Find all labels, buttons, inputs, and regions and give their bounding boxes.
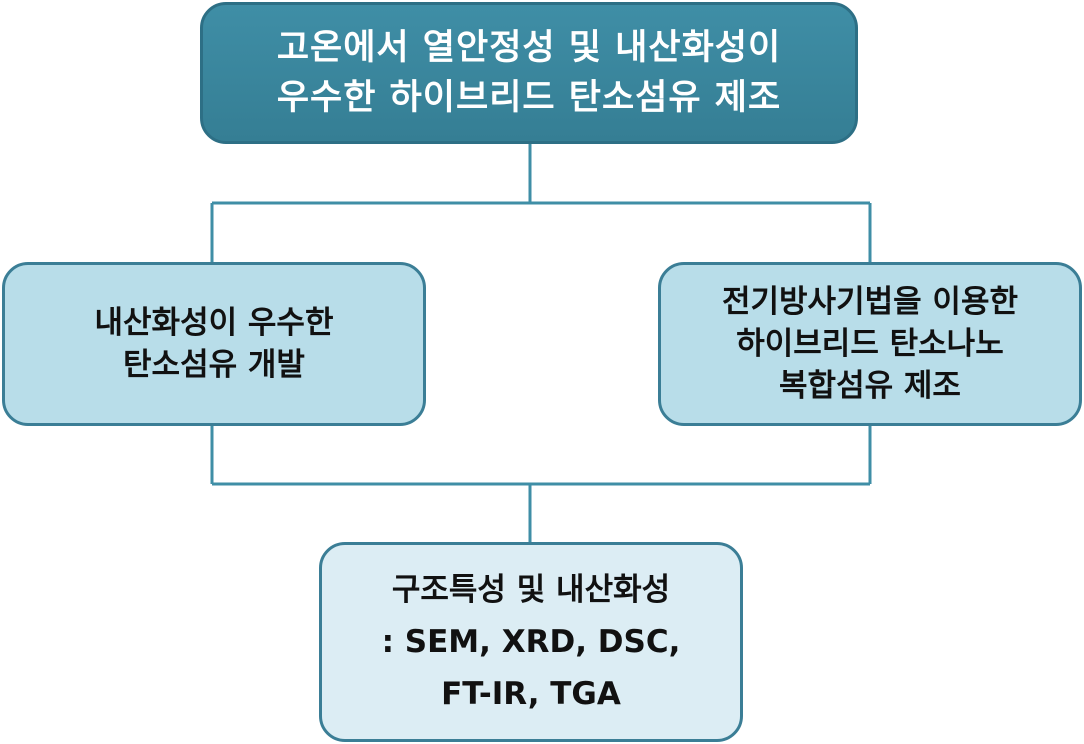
left-node-line-2: 탄소섬유 개발 (123, 347, 305, 383)
left-node-line-1: 내산화성이 우수한 (94, 305, 334, 341)
right-node-line-3: 복합섬유 제조 (779, 368, 961, 404)
goal-node-line-2: 우수한 하이브리드 탄소섬유 제조 (276, 78, 782, 118)
right-node-line-1: 전기방사기법을 이용한 (722, 284, 1018, 320)
goal-node: 고온에서 열안정성 및 내산화성이 우수한 하이브리드 탄소섬유 제조 (200, 2, 858, 144)
electrospinning-composite-node: 전기방사기법을 이용한 하이브리드 탄소나노 복합섬유 제조 (658, 262, 1082, 426)
bottom-node-line-1: 구조특성 및 내산화성 (391, 572, 671, 608)
bottom-node-line-3: FT-IR, TGA (441, 676, 621, 712)
bottom-node-line-2: : SEM, XRD, DSC, (381, 624, 681, 660)
right-node-line-2: 하이브리드 탄소나노 (736, 326, 1004, 362)
characterization-node: 구조특성 및 내산화성 : SEM, XRD, DSC, FT-IR, TGA (319, 542, 743, 742)
goal-node-line-1: 고온에서 열안정성 및 내산화성이 (276, 28, 782, 68)
oxidation-resistant-fiber-node: 내산화성이 우수한 탄소섬유 개발 (2, 262, 426, 426)
